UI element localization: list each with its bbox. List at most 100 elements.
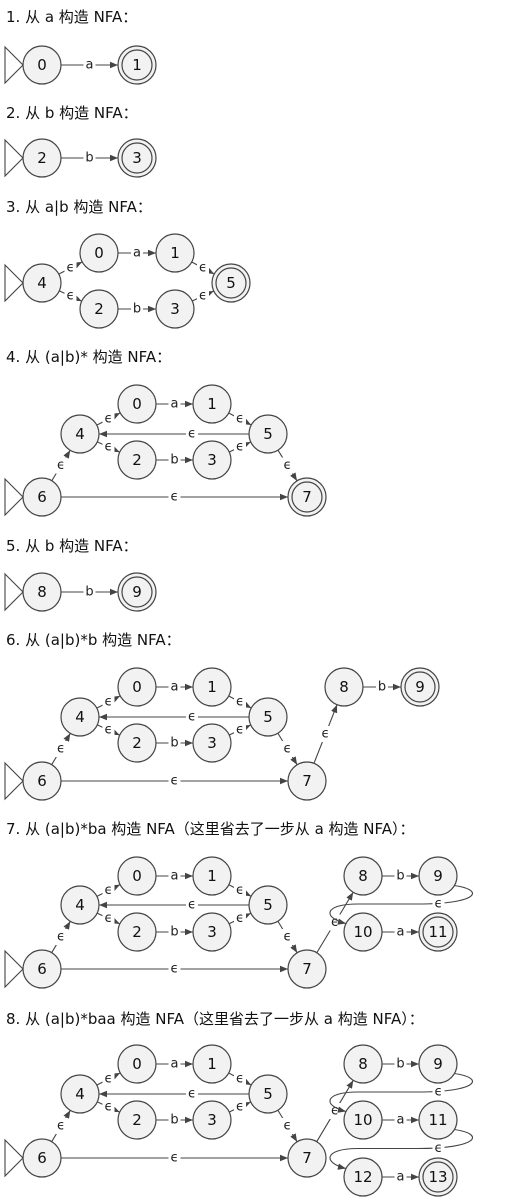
transition-symbol: ϵ bbox=[236, 911, 244, 926]
transition-s8_12-to-s8_13: a bbox=[382, 1169, 419, 1185]
transition-label: ϵ bbox=[234, 411, 246, 427]
transition-label: b bbox=[394, 868, 407, 884]
transition-s3_3-to-s3_5: ϵ bbox=[192, 288, 214, 304]
section-title-5: 5. 从 b 构造 NFA： bbox=[6, 537, 138, 555]
transition-symbol: b bbox=[85, 585, 93, 600]
state: 3 bbox=[155, 289, 195, 329]
transition-label: ϵ bbox=[432, 1084, 445, 1100]
state-circle bbox=[343, 912, 383, 952]
transitions: abϵϵabϵϵϵϵϵabϵϵϵϵϵbϵϵϵabϵϵϵϵϵϵbϵϵϵabϵϵϵϵ… bbox=[51, 57, 474, 1185]
accept-ring bbox=[404, 671, 436, 703]
transition-s6_8-to-s6_9: b bbox=[363, 679, 401, 695]
transition-symbol: ϵ bbox=[331, 915, 339, 930]
transition-label: b bbox=[131, 301, 143, 317]
section-title-1: 1. 从 a 构造 NFA： bbox=[6, 8, 137, 26]
state-label: 3 bbox=[207, 923, 217, 941]
state-circle bbox=[418, 912, 458, 952]
state: 3 bbox=[192, 723, 232, 763]
state: 0 bbox=[117, 384, 157, 424]
transition-s7_1-to-s7_5: ϵ bbox=[228, 882, 252, 899]
state-circle bbox=[343, 1157, 383, 1197]
transition-label: ϵ bbox=[64, 260, 77, 276]
transition-symbol: ϵ bbox=[284, 458, 292, 473]
state: 2 bbox=[117, 440, 157, 480]
state-circle bbox=[117, 45, 157, 85]
accepting-state: 9 bbox=[400, 667, 440, 707]
transition-s3_4-to-s3_2: ϵ bbox=[59, 288, 82, 304]
state: 1 bbox=[192, 667, 232, 707]
state-label: 12 bbox=[353, 1168, 372, 1186]
transition-symbol: b bbox=[133, 302, 141, 317]
accept-ring bbox=[422, 916, 454, 948]
transition-label: b bbox=[376, 679, 388, 695]
state-circle bbox=[287, 761, 327, 801]
state-circle bbox=[117, 723, 157, 763]
state: 6 bbox=[4, 761, 62, 801]
transition-symbol: a bbox=[171, 680, 179, 695]
state-label: 6 bbox=[37, 1149, 47, 1167]
transition-symbol: ϵ bbox=[105, 412, 113, 427]
state-circle bbox=[79, 233, 119, 273]
state-circle bbox=[287, 477, 327, 517]
state: 8 bbox=[4, 572, 62, 612]
state: 4 bbox=[60, 697, 100, 737]
state-circle bbox=[418, 856, 458, 896]
transition-label: ϵ bbox=[168, 773, 181, 789]
transition-label: ϵ bbox=[234, 1071, 246, 1087]
state-circle bbox=[117, 572, 157, 612]
transition-label: b bbox=[168, 924, 181, 940]
transition-s8_3-to-s8_5: ϵ bbox=[229, 1099, 251, 1115]
state-label: 10 bbox=[353, 1111, 372, 1129]
transition-label: ϵ bbox=[186, 426, 198, 442]
state-label: 8 bbox=[358, 867, 368, 885]
accept-ring bbox=[121, 576, 153, 608]
transition-s7_3-to-s7_5: ϵ bbox=[228, 910, 252, 927]
transition-s7_5-to-s7_7: ϵ bbox=[277, 920, 298, 954]
state: 2 bbox=[79, 289, 119, 329]
transition-symbol: ϵ bbox=[188, 427, 196, 442]
state: 10 bbox=[343, 1100, 383, 1140]
transition-symbol: ϵ bbox=[236, 1100, 244, 1115]
transition-s7_10-to-s7_11: a bbox=[382, 924, 419, 940]
transition-symbol: ϵ bbox=[284, 930, 292, 945]
accepting-state: 9 bbox=[117, 572, 157, 612]
state-label: 8 bbox=[37, 583, 47, 601]
state: 4 bbox=[4, 263, 62, 303]
transition-symbol: b bbox=[170, 453, 178, 468]
state-label: 2 bbox=[132, 734, 142, 752]
transition-s7_2-to-s7_3: b bbox=[156, 924, 193, 940]
transition-arrow bbox=[329, 1072, 474, 1113]
transition-label: ϵ bbox=[234, 1099, 246, 1115]
state-label: 0 bbox=[132, 678, 142, 696]
state: 3 bbox=[192, 440, 232, 480]
transition-symbol: ϵ bbox=[331, 1104, 339, 1119]
transition-symbol: b bbox=[170, 925, 178, 940]
transition-label: ϵ bbox=[186, 709, 198, 725]
state-label: 1 bbox=[207, 1055, 217, 1073]
state-circle bbox=[117, 138, 157, 178]
state-circle bbox=[248, 697, 288, 737]
state-label: 5 bbox=[263, 896, 273, 914]
state-label: 2 bbox=[132, 923, 142, 941]
transition-label: ϵ bbox=[102, 910, 115, 927]
transition-label: ϵ bbox=[64, 288, 77, 304]
state: 4 bbox=[60, 1074, 100, 1114]
state-label: 4 bbox=[37, 274, 47, 292]
transition-s1_0-to-s1_1: a bbox=[61, 57, 118, 73]
state-label: 8 bbox=[358, 1055, 368, 1073]
state: 1 bbox=[155, 233, 195, 273]
transition-label: ϵ bbox=[168, 961, 181, 977]
transition-label: b bbox=[168, 735, 181, 751]
transition-s7_4-to-s7_2: ϵ bbox=[96, 910, 121, 927]
transition-symbol: ϵ bbox=[435, 1141, 443, 1156]
transition-label: ϵ bbox=[281, 457, 294, 474]
transition-label: ϵ bbox=[102, 722, 115, 738]
accepting-state: 7 bbox=[287, 477, 327, 517]
state-label: 5 bbox=[263, 425, 273, 443]
start-marker bbox=[4, 263, 24, 303]
accept-ring bbox=[422, 1161, 454, 1193]
transition-s8_5-to-s8_4: ϵ bbox=[99, 1086, 249, 1102]
transition-symbol: ϵ bbox=[236, 412, 244, 427]
